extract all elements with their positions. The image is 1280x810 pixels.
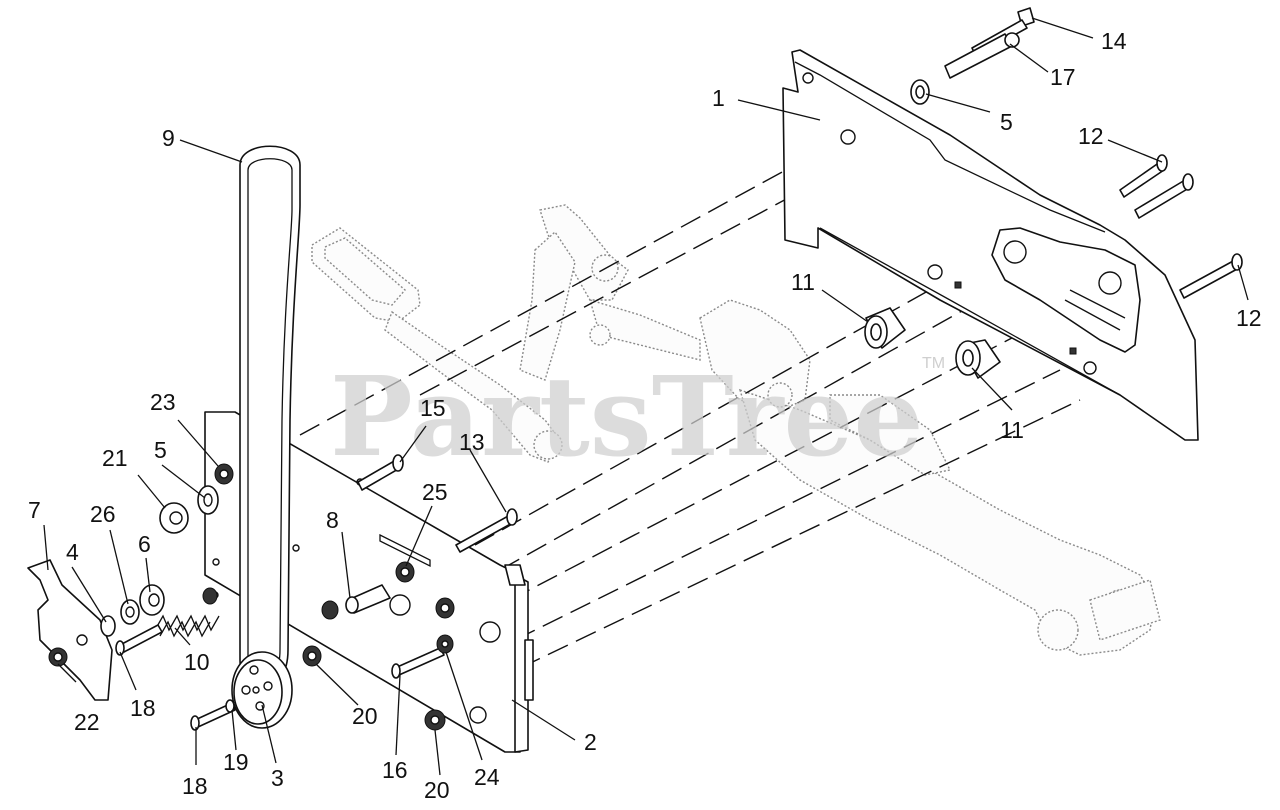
callout-5-left: 5 [154, 437, 167, 463]
callout-17: 17 [1050, 64, 1076, 90]
callout-20-mid: 20 [352, 703, 378, 729]
part-4-washer [100, 615, 116, 637]
callout-5-top: 5 [1000, 109, 1013, 135]
part-15-bolt [357, 454, 404, 491]
part-6-bushing [139, 584, 165, 616]
callout-19: 19 [223, 749, 249, 775]
part-13-bolt [455, 508, 518, 553]
part-18-bolt-left [115, 624, 163, 656]
callout-18-left: 18 [130, 695, 156, 721]
callout-4: 4 [66, 539, 79, 565]
watermark-text: PartsTree [330, 352, 924, 481]
callout-labels: 1 2 3 4 5 5 6 7 8 9 10 11 11 12 12 13 14… [28, 28, 1262, 803]
leader-lines [43, 17, 1249, 776]
callout-15: 15 [420, 395, 446, 421]
part-20-nut-mid [202, 587, 339, 667]
part-12-bolts [1119, 154, 1243, 299]
part-1-bracket-plate [782, 49, 1199, 441]
ghost-shaft-arm [699, 299, 1161, 656]
callout-2: 2 [584, 729, 597, 755]
alignment-lines [299, 134, 1101, 669]
callout-24: 24 [474, 764, 500, 790]
part-19-washer [225, 699, 235, 713]
callout-20-bottom: 20 [424, 777, 450, 803]
callout-11-lower: 11 [1000, 417, 1024, 443]
watermark-trademark: TM [922, 355, 945, 372]
callout-14: 14 [1101, 28, 1127, 54]
callout-22: 22 [74, 709, 100, 735]
callout-26: 26 [90, 501, 116, 527]
callout-10: 10 [184, 649, 210, 675]
part-26-nut [120, 599, 140, 625]
callout-12-right: 12 [1236, 305, 1262, 331]
callout-3: 3 [271, 765, 284, 791]
callout-18-bottom: 18 [182, 773, 208, 799]
part-11-bushings [864, 307, 1001, 379]
callout-7: 7 [28, 497, 41, 523]
part-23-nut [214, 463, 234, 485]
part-18-bolt-bottom [190, 702, 236, 731]
part-17-pin [944, 32, 1020, 79]
callout-21: 21 [102, 445, 128, 471]
plate-nut [435, 597, 455, 619]
callout-6: 6 [138, 531, 151, 557]
part-24-nut [436, 634, 454, 654]
callout-16: 16 [382, 757, 408, 783]
part-3-sprocket [231, 651, 293, 729]
callout-23: 23 [150, 389, 176, 415]
part-8-pin [345, 584, 391, 614]
callout-12-upper: 12 [1078, 123, 1104, 149]
callout-9: 9 [162, 125, 175, 151]
callout-1: 1 [712, 85, 725, 111]
callout-11-upper: 11 [791, 269, 815, 295]
part-5-washer-left [197, 485, 219, 515]
callout-25: 25 [422, 479, 448, 505]
part-16-bolt [391, 647, 445, 679]
ghost-pedal-assembly [311, 204, 701, 463]
part-10-spring [154, 614, 220, 638]
part-25-nut [395, 561, 415, 583]
part-21-nut [159, 502, 189, 534]
part-22-nut [48, 647, 68, 667]
part-20-nut-bottom [424, 709, 446, 731]
part-5-washer-top [910, 79, 930, 105]
part-7-lever [27, 559, 113, 701]
callout-13: 13 [459, 429, 485, 455]
callout-8: 8 [326, 507, 339, 533]
